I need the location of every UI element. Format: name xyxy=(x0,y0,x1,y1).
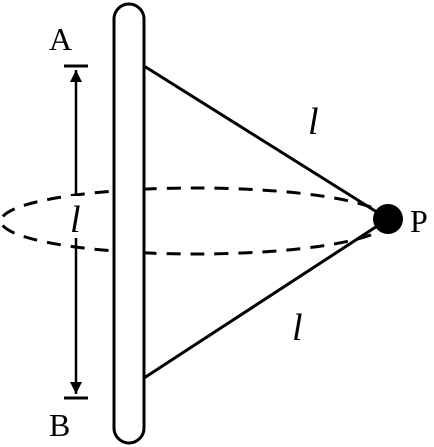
label-length-lower-string: l xyxy=(292,307,303,349)
label-length-upper-string: l xyxy=(308,101,319,143)
label-p: P xyxy=(410,203,428,239)
upper-string xyxy=(143,64,389,221)
label-b: B xyxy=(49,407,70,443)
label-a: A xyxy=(49,21,72,57)
lower-string xyxy=(143,217,389,380)
mass-point-p xyxy=(373,204,403,234)
rotation-circle-dashed xyxy=(0,186,391,256)
label-length-vertical: l xyxy=(70,199,81,241)
label-backdrop xyxy=(66,196,88,238)
vertical-rod xyxy=(112,2,146,445)
